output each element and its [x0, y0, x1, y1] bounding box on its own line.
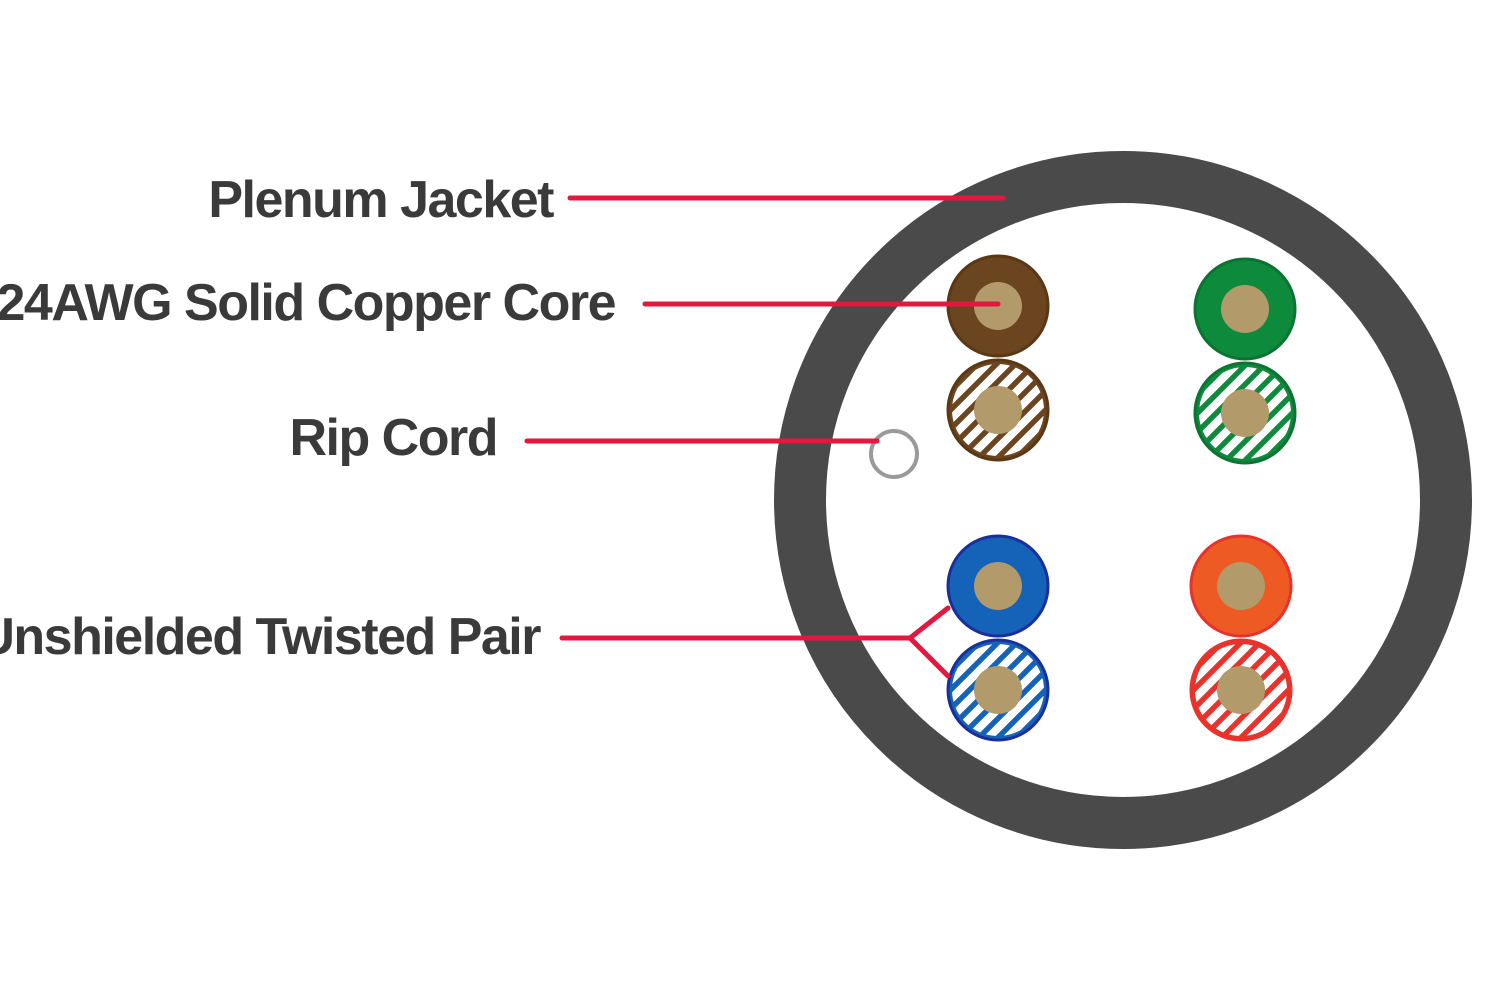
- copper-core: [1221, 285, 1269, 333]
- orange-pair: [1189, 534, 1293, 742]
- plenum-jacket: [774, 151, 1472, 849]
- stripe: [963, 644, 1044, 736]
- copper-core: [974, 562, 1022, 610]
- stripe: [1195, 644, 1200, 736]
- stripe: [1210, 367, 1291, 459]
- copper-core: [1217, 562, 1265, 610]
- brown-striped-conductor: [946, 358, 1050, 462]
- stripe: [1195, 644, 1276, 736]
- stripe: [1039, 364, 1044, 456]
- copper-core: [1217, 666, 1265, 714]
- green-pair: [1193, 257, 1297, 465]
- copper-core: [1221, 389, 1269, 437]
- green-striped-conductor: [1193, 361, 1297, 465]
- stripe: [963, 364, 1044, 456]
- stripe: [1206, 644, 1287, 736]
- label-plenum-jacket: Plenum Jacket: [208, 171, 554, 229]
- blue-pair: [946, 534, 1050, 742]
- label-twisted-pair: Unshielded Twisted Pair: [0, 608, 541, 666]
- label-copper-core: 24AWG Solid Copper Core: [0, 274, 616, 332]
- orange-striped-conductor: [1189, 638, 1293, 742]
- rip-cord: [869, 429, 919, 479]
- blue-striped-conductor: [946, 638, 1050, 742]
- stripe: [952, 364, 1033, 456]
- copper-core: [974, 386, 1022, 434]
- copper-core: [974, 666, 1022, 714]
- brown-pair: [946, 254, 1050, 462]
- stripe: [1199, 367, 1280, 459]
- stripe: [952, 644, 1033, 736]
- stripe: [1199, 367, 1204, 459]
- stripe: [1039, 644, 1044, 736]
- leader-bracket-twisted-pair: [907, 605, 951, 679]
- label-rip-cord: Rip Cord: [289, 409, 497, 467]
